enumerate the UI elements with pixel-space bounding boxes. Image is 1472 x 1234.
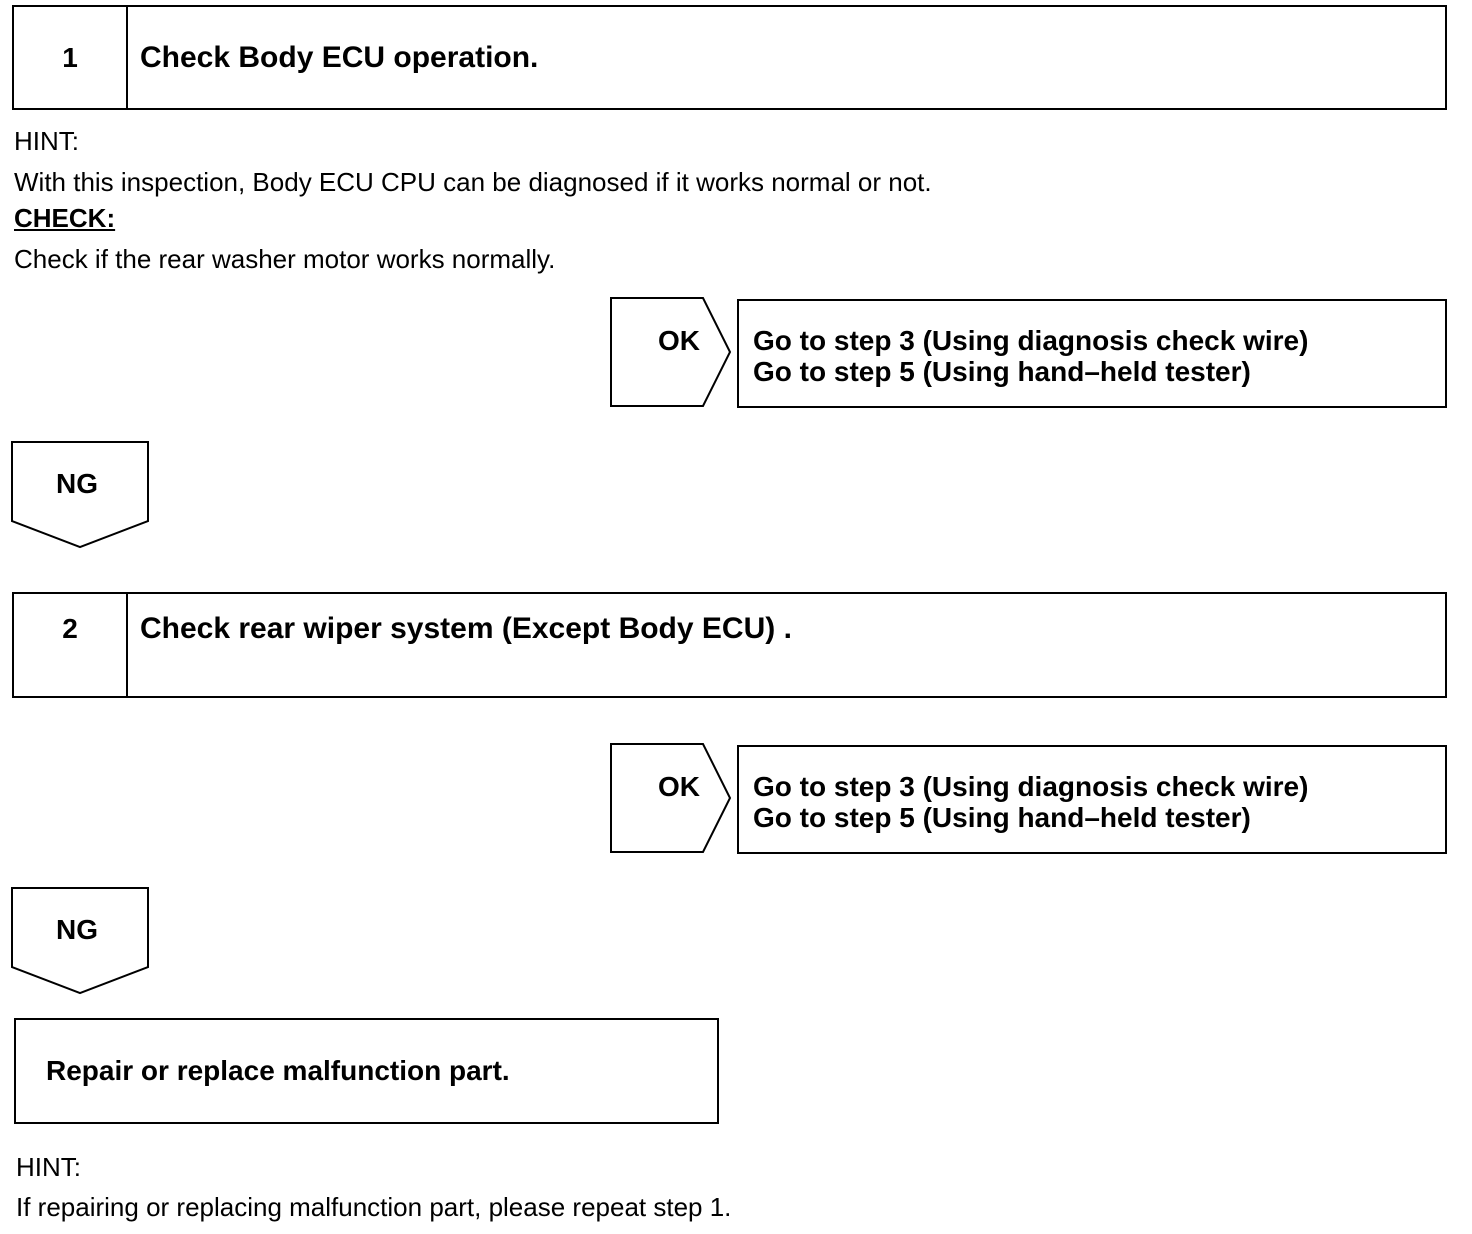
hint-text: With this inspection, Body ECU CPU can b… [14, 167, 932, 197]
hint-text: If repairing or replacing malfunction pa… [16, 1192, 732, 1222]
step-1-box: 1 Check Body ECU operation. [12, 5, 1447, 110]
ok-result-box: Go to step 3 (Using diagnosis check wire… [737, 299, 1447, 408]
ng-arrow-shape [11, 887, 149, 995]
ok-label: OK [658, 325, 700, 356]
step-2-box: 2 Check rear wiper system (Except Body E… [12, 592, 1447, 698]
hint-label: HINT: [16, 1152, 81, 1182]
repair-box: Repair or replace malfunction part. [14, 1018, 719, 1124]
ok-result-line: Go to step 3 (Using diagnosis check wire… [753, 771, 1309, 802]
step-title: Check Body ECU operation. [140, 41, 539, 74]
ng-arrow-shape [11, 441, 149, 549]
ng-label: NG [56, 468, 98, 499]
ok-result-line: Go to step 5 (Using hand–held tester) [753, 802, 1251, 833]
ok-result-box: Go to step 3 (Using diagnosis check wire… [737, 745, 1447, 854]
ok-label: OK [658, 771, 700, 802]
check-text: Check if the rear washer motor works nor… [14, 244, 556, 274]
step-number: 2 [14, 594, 128, 696]
ok-arrow-shape [610, 743, 732, 853]
repair-text: Repair or replace malfunction part. [46, 1055, 510, 1086]
hint-label: HINT: [14, 126, 79, 156]
check-label: CHECK: [14, 203, 116, 233]
ok-arrow-shape [610, 297, 732, 407]
ng-label: NG [56, 914, 98, 945]
step-number: 1 [14, 7, 128, 108]
ok-result-line: Go to step 5 (Using hand–held tester) [753, 356, 1251, 387]
step-title: Check rear wiper system (Except Body ECU… [140, 612, 792, 645]
ok-result-line: Go to step 3 (Using diagnosis check wire… [753, 325, 1309, 356]
